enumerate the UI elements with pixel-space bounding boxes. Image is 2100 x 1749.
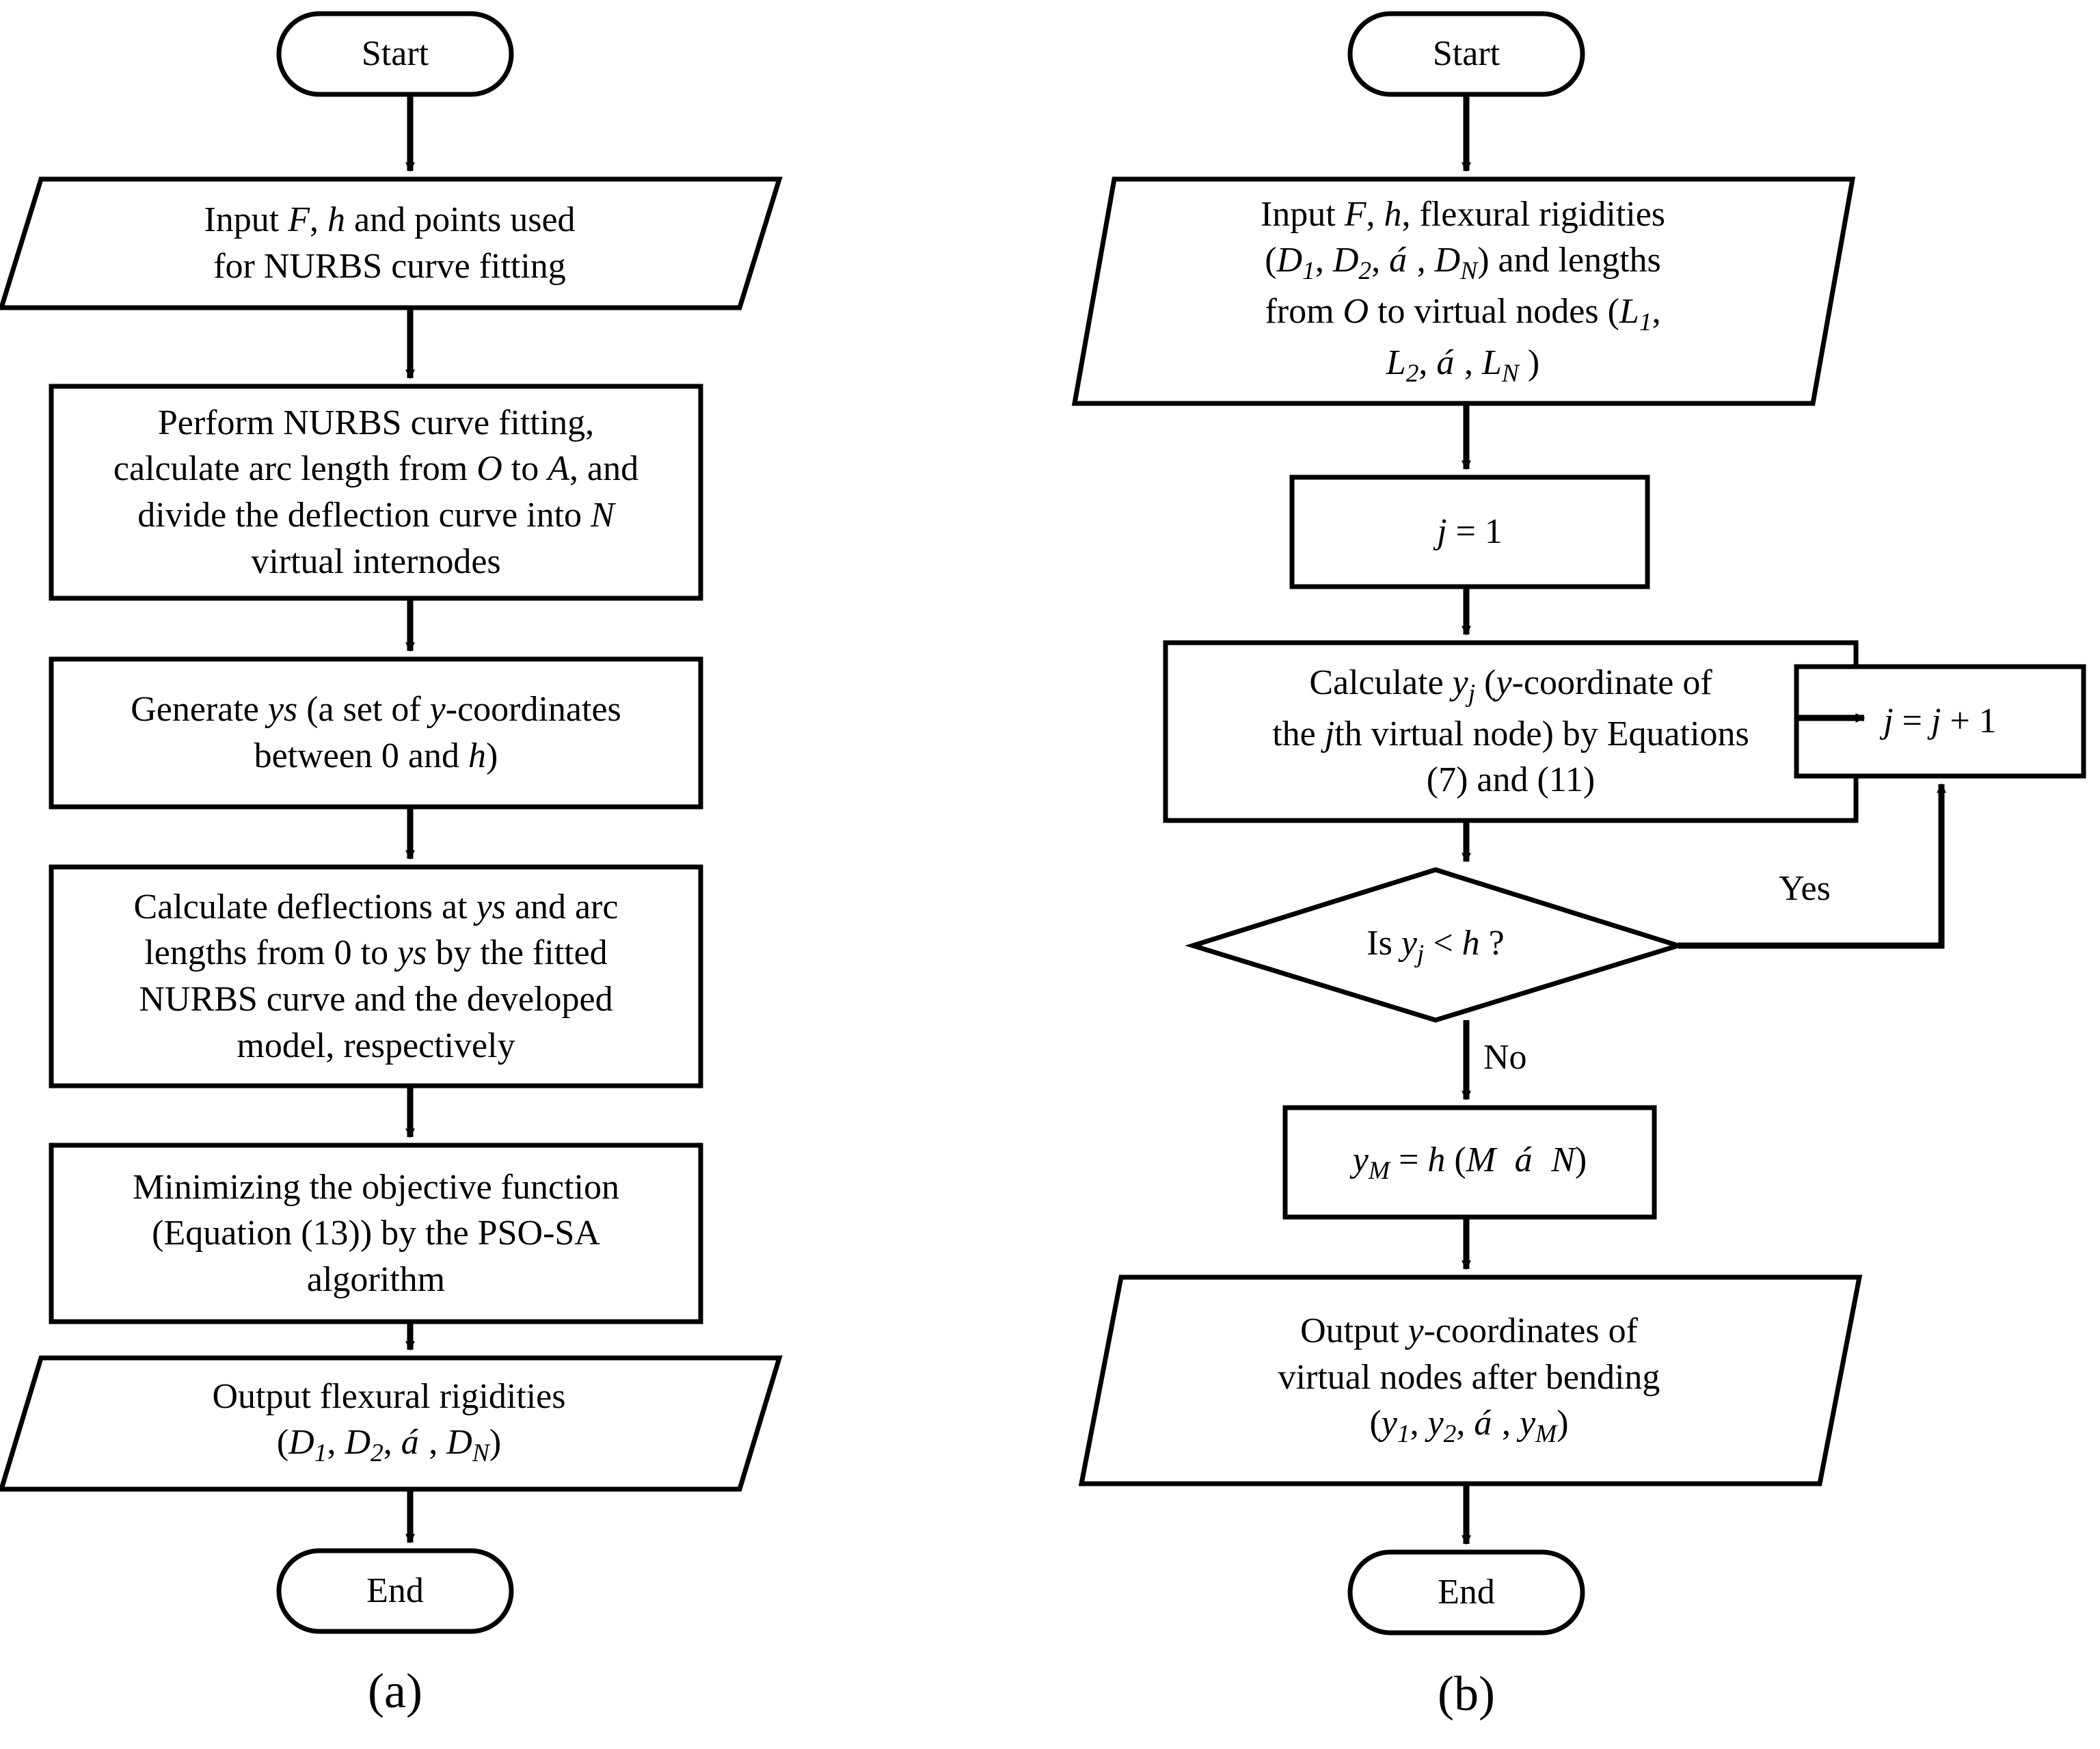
connector-b-yes-loop (1678, 783, 1946, 949)
node-calculate-b[interactable] (1163, 640, 1859, 823)
node-fit-a[interactable] (49, 384, 703, 601)
node-start-b[interactable] (1347, 11, 1585, 97)
node-input-b[interactable] (1071, 176, 1856, 406)
node-output-a[interactable] (0, 1355, 783, 1492)
node-increment-b[interactable] (1794, 664, 2086, 779)
node-end-a[interactable] (276, 1548, 514, 1634)
node-minimize-a[interactable] (49, 1143, 703, 1324)
node-input-a[interactable] (0, 176, 783, 310)
node-assign-b[interactable] (1282, 1105, 1657, 1220)
node-end-b[interactable] (1347, 1549, 1585, 1635)
panel-a-caption: (a) (368, 1664, 422, 1718)
node-start-a[interactable] (276, 11, 514, 97)
node-decision-b[interactable] (1185, 867, 1686, 1023)
node-init-b[interactable] (1289, 475, 1650, 589)
node-generate-a[interactable] (49, 656, 703, 810)
node-output-b[interactable] (1078, 1274, 1863, 1486)
panel-b-caption: (b) (1438, 1666, 1495, 1721)
node-deflections-a[interactable] (49, 864, 703, 1089)
